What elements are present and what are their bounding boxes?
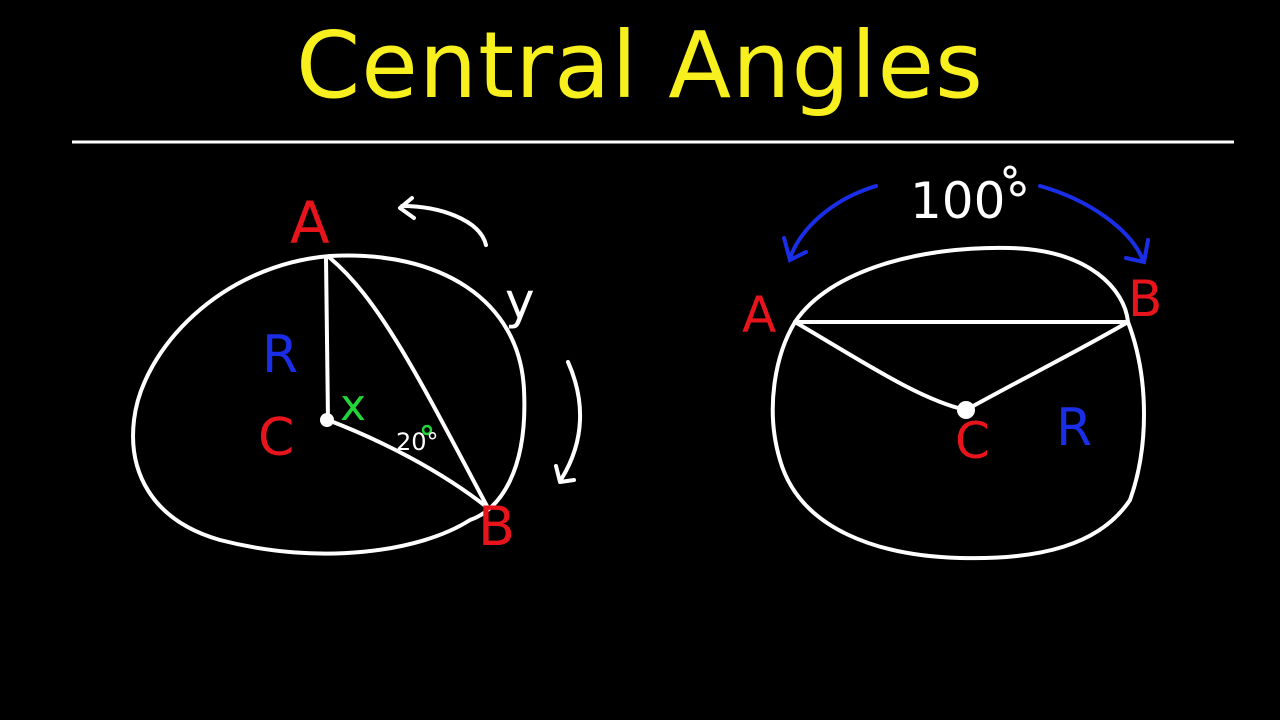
left-diagram <box>131 196 582 556</box>
right-label-a: A <box>742 286 776 344</box>
arrow-right-head <box>1124 238 1150 265</box>
left-radius-cb <box>326 418 490 510</box>
arc-arrow-top-head <box>398 196 416 220</box>
left-circle <box>131 253 527 556</box>
left-radius-ca <box>324 256 330 422</box>
right-radius-ca <box>793 320 968 412</box>
degree-mark <box>421 424 433 436</box>
central-angle-x: x <box>340 380 366 431</box>
arrow-left-head <box>782 236 808 263</box>
arrow-left-arc <box>788 184 878 260</box>
arrow-right-arc <box>1038 184 1144 260</box>
left-center-dot <box>320 413 334 427</box>
right-diagram <box>770 245 1146 561</box>
left-label-r: R <box>262 325 298 385</box>
left-label-b: B <box>478 495 515 558</box>
right-label-b: B <box>1128 270 1162 328</box>
base-angle-label: 20° <box>396 428 439 456</box>
left-label-a: A <box>290 189 330 257</box>
right-label-c: C <box>955 412 990 470</box>
right-center-dot <box>957 401 975 419</box>
degree-symbol <box>1003 165 1017 179</box>
arc-arrow-right <box>560 360 582 480</box>
arc-label-y: y <box>505 272 535 330</box>
arc-measure-label: 100° <box>910 172 1030 230</box>
right-circle <box>770 245 1146 561</box>
right-label-r: R <box>1056 398 1092 458</box>
left-chord-ab <box>328 256 490 510</box>
arc-arrow-top <box>400 204 488 247</box>
arc-arrows-blue <box>782 184 1150 265</box>
page-title: Central Angles <box>296 12 984 119</box>
arc-arrow-right-head <box>554 464 576 484</box>
left-label-c: C <box>258 408 294 468</box>
right-radius-cb <box>964 320 1130 412</box>
